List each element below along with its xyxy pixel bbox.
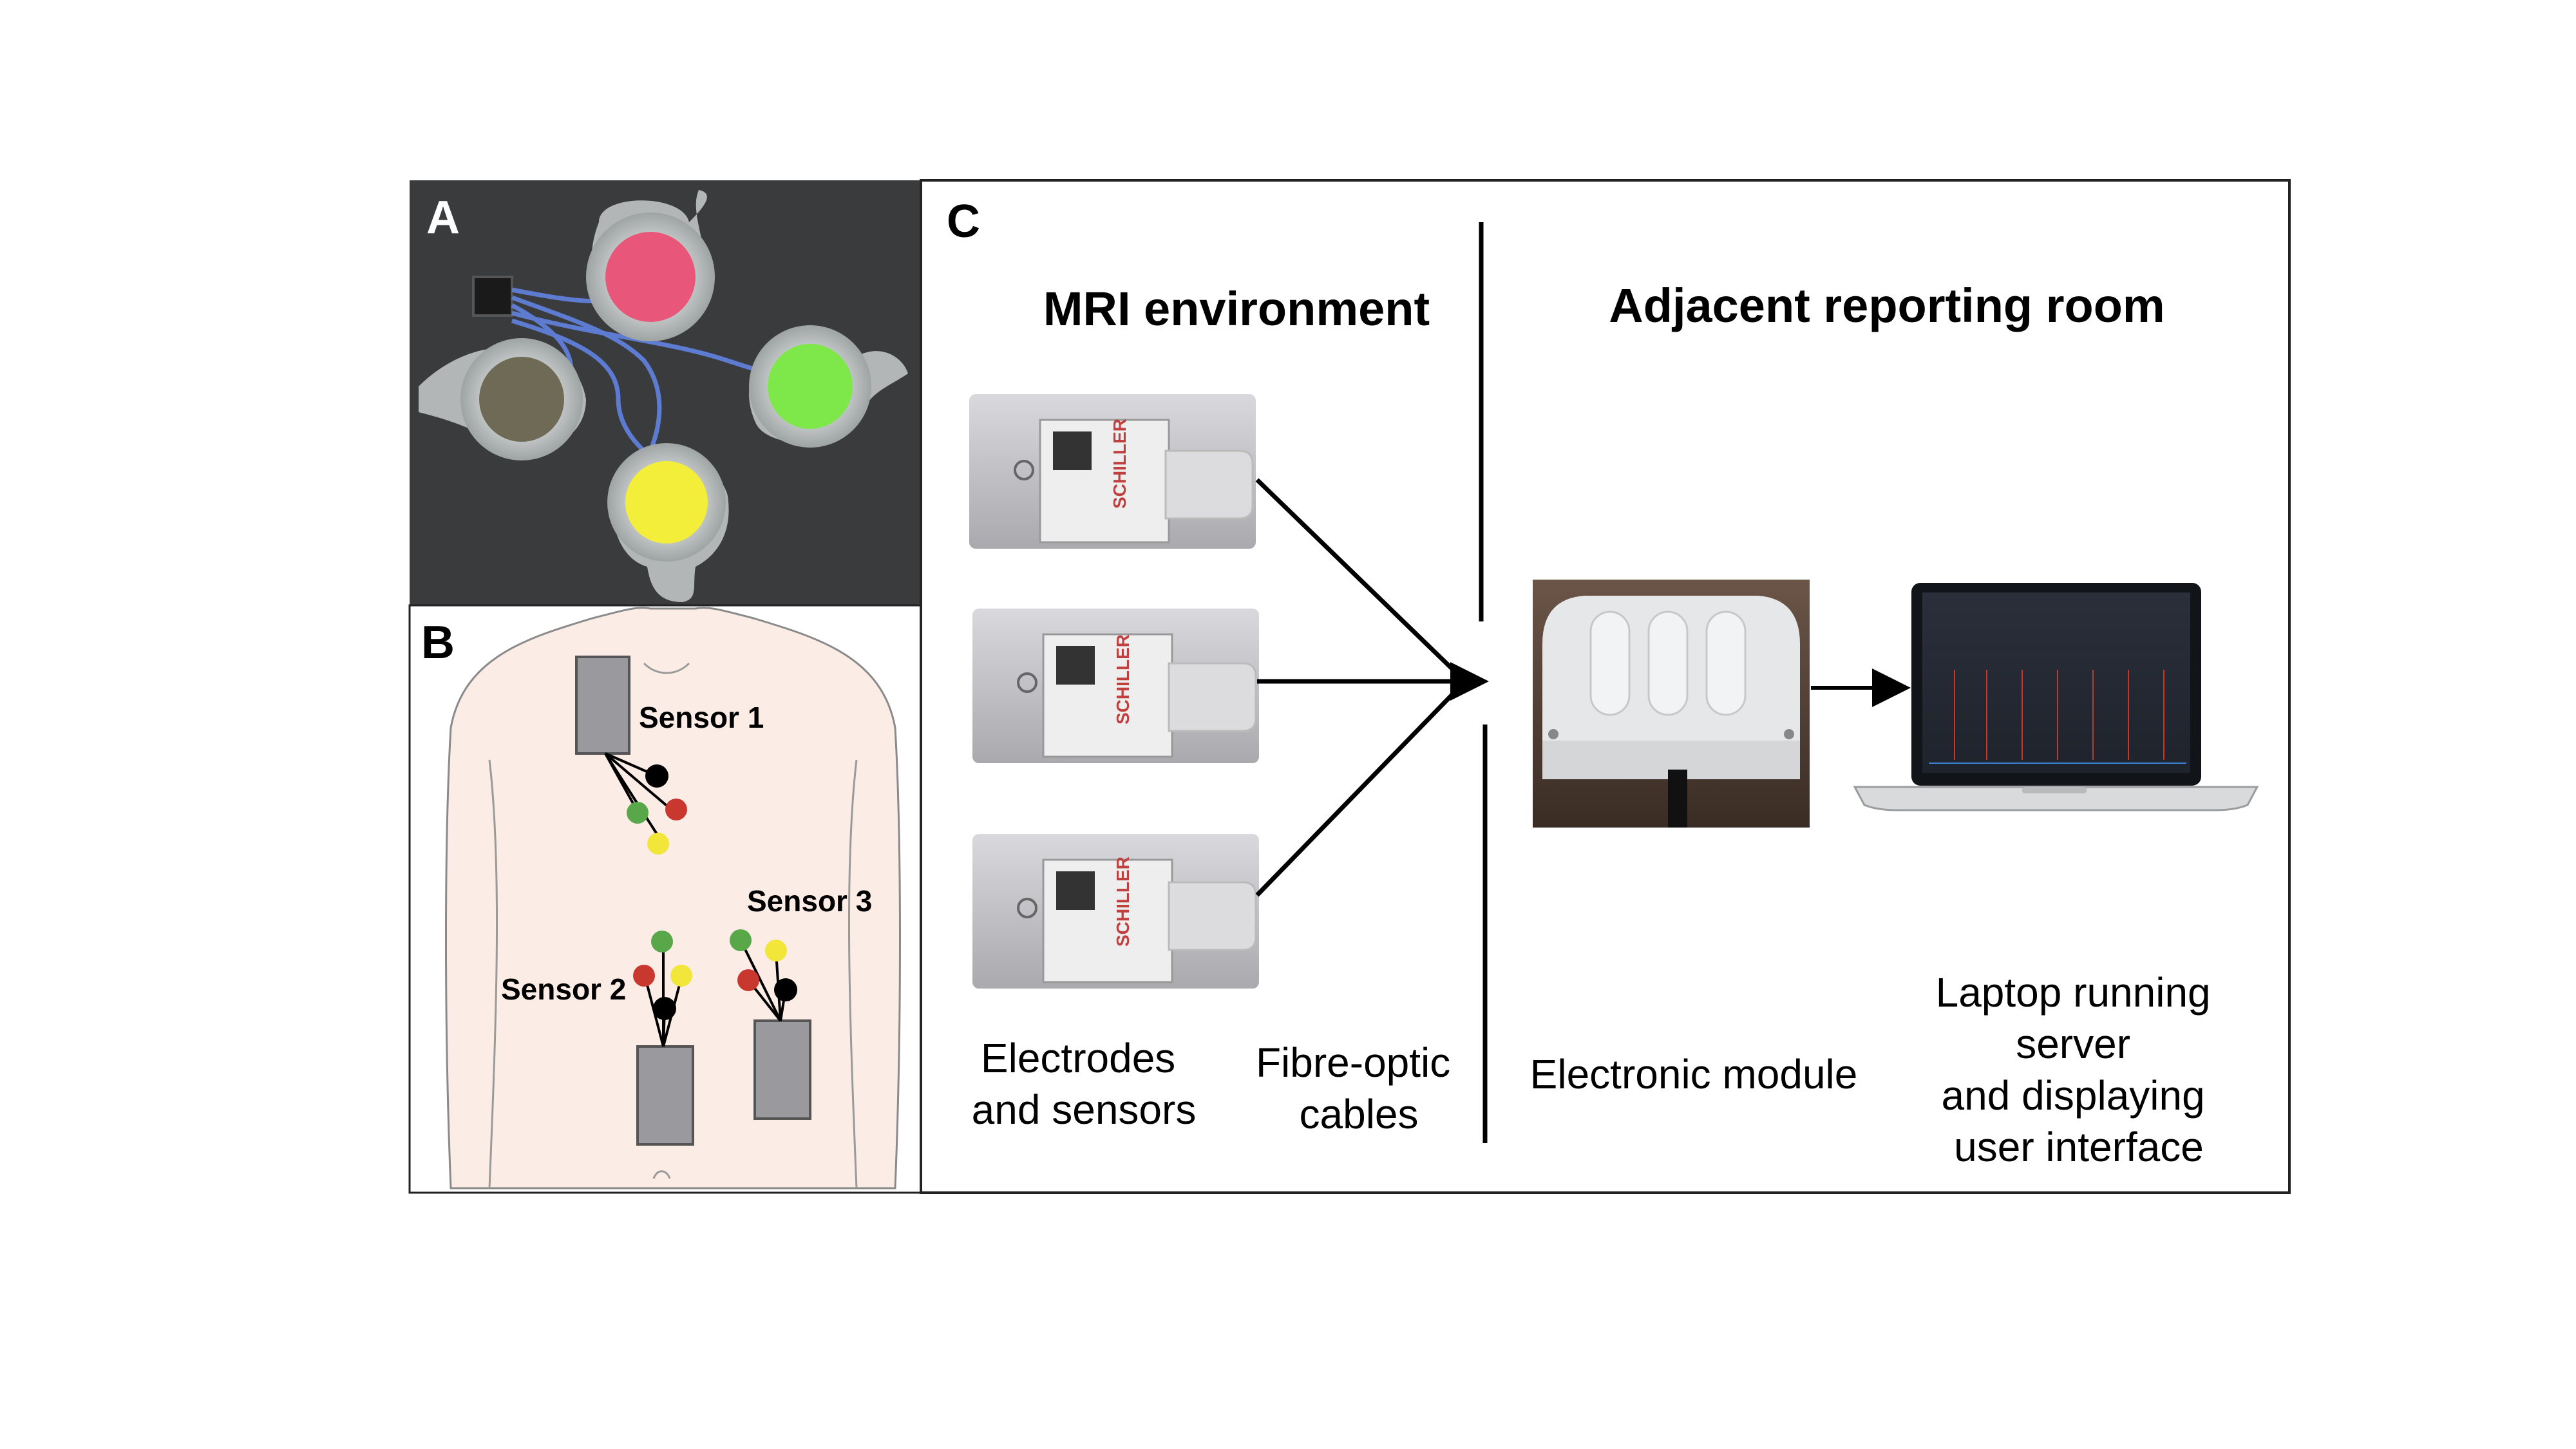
sensor-device-2-brand: SCHILLER [1113,634,1133,724]
sensor-2-dot-green [651,931,673,952]
sensor-3-label: Sensor 3 [747,884,872,918]
sensor-2-dot-red [633,965,655,987]
torso-arm-line-right [848,759,858,1189]
sensor-3-dot-green [730,929,752,951]
panel-b: Sensor 1 Sensor 2 Sensor 3 B [408,604,922,1194]
electrode-red-pad [605,232,696,322]
electrode-red [586,190,715,341]
sensor-device-2: SCHILLER [972,609,1259,763]
panel-a-letter: A [426,192,460,243]
electrodes-caption: Electrodes and sensors [972,1035,1197,1133]
sensor-1-dot-black [645,764,668,788]
cables-caption: Fibre-optic cables [1256,1039,1462,1137]
laptop-base [1853,786,2259,811]
torso-arm-line-left [488,759,498,1189]
sensor-1-label: Sensor 1 [639,701,764,734]
laptop-caption: Laptop running server and displaying use… [1936,969,2222,1170]
sensor-device-1-brand: SCHILLER [1110,419,1130,509]
sensor-device-3-brand: SCHILLER [1113,857,1133,947]
module-caption: Electronic module [1530,1051,1858,1097]
sensor-device-3: SCHILLER [972,834,1259,989]
sensor-2-dot-yellow [670,965,692,987]
sensor-1-dot-green [627,802,649,824]
navel [652,1170,671,1179]
sensor-1-dot-yellow [647,833,669,855]
sensor-2-label: Sensor 2 [501,972,626,1006]
electrode-yellow-pad [625,461,708,544]
sensor-2-dot-black [653,997,676,1020]
sensor-device-1: SCHILLER [969,394,1256,549]
mri-environment-title: MRI environment [1043,282,1430,336]
sensor-3-dot-black [774,978,797,1001]
panel-c-letter: C [947,196,980,247]
adjacent-room-title: Adjacent reporting room [1609,279,2164,332]
laptop [1853,583,2259,811]
cable-connector [472,276,513,317]
electrode-black [419,338,586,460]
sensor-3-dot-yellow [765,940,787,961]
sensor-3-dot-red [737,969,759,991]
panel-b-letter: B [421,617,455,668]
panel-a: A [410,180,925,605]
fibre-optic-lines [1255,478,1467,897]
laptop-screen [1922,592,2190,773]
electrode-green [749,325,908,448]
ecg-traces [1954,670,2164,760]
panel-c: C MRI environment Adjacent reporting roo… [920,179,2291,1194]
sensor-1-box [575,656,630,755]
sensor-2-box [636,1045,694,1146]
sensor-1-dot-red [665,799,687,820]
electrode-black-pad [479,357,564,442]
collarbone [643,662,690,674]
electronic-module [1533,580,1810,828]
electrode-green-pad [768,344,853,429]
sensor-3-box [753,1019,811,1120]
electrode-yellow [607,443,729,602]
